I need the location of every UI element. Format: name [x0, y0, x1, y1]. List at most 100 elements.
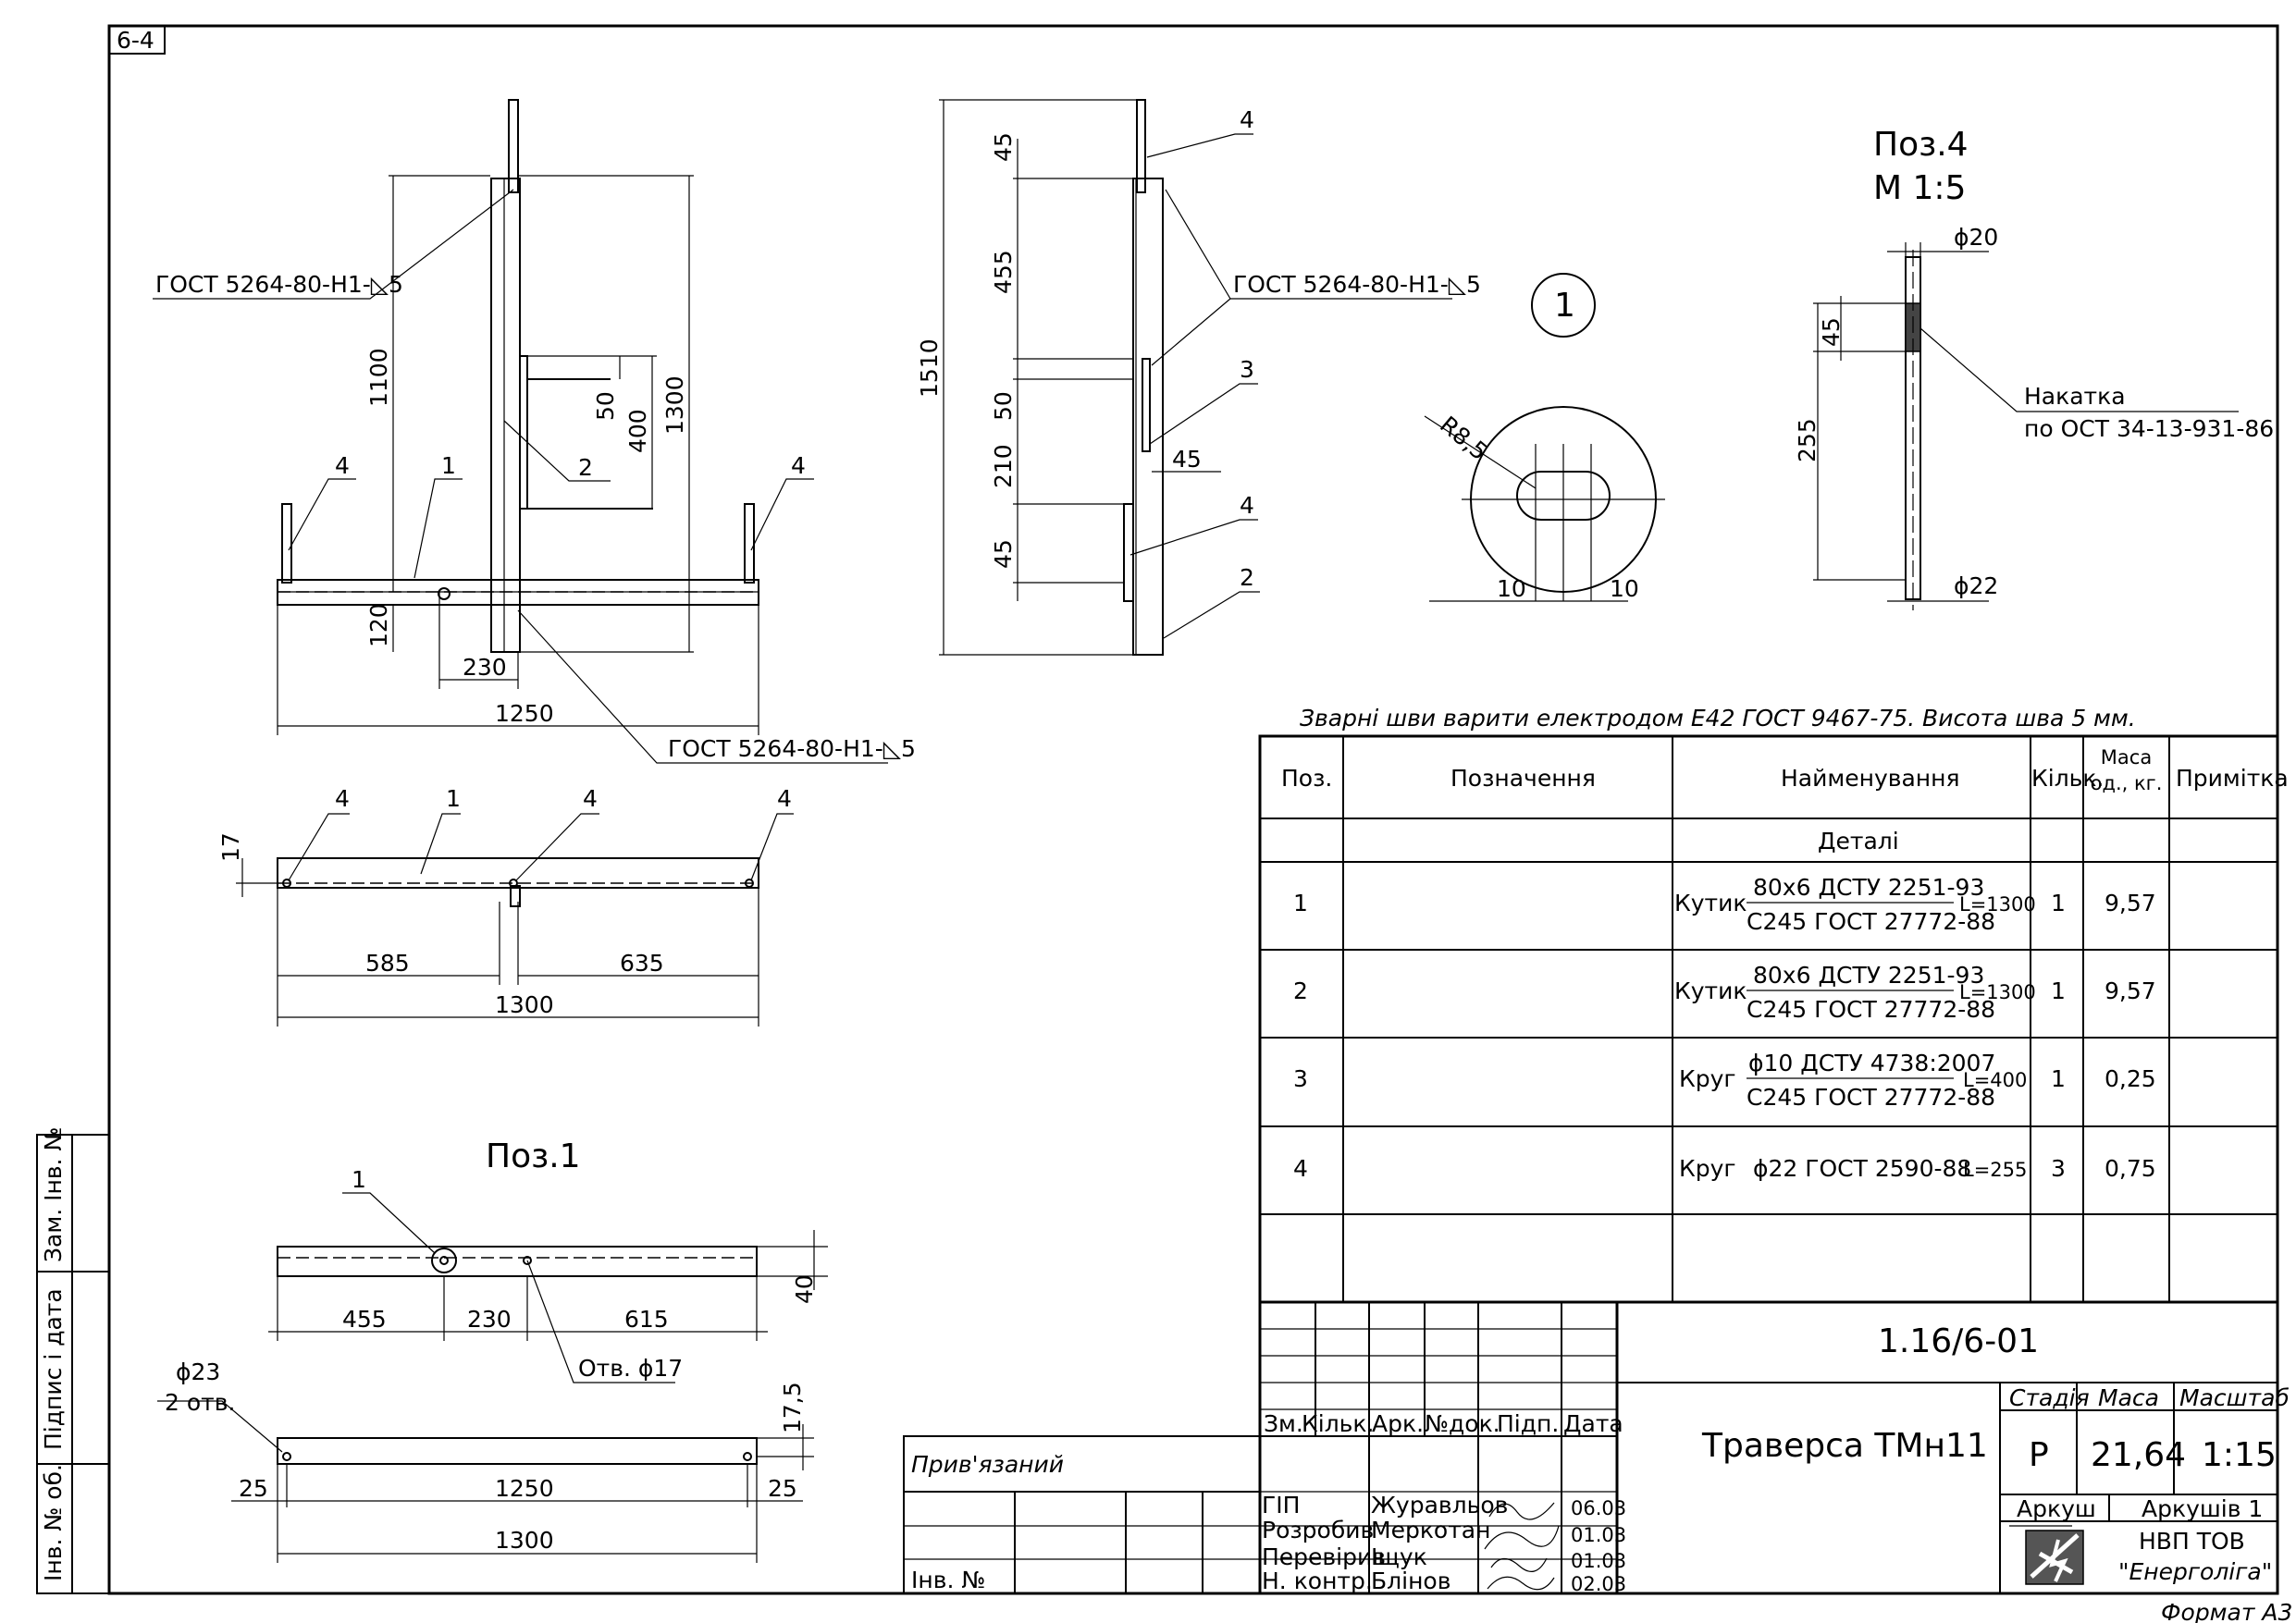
spec-head-name: Найменування	[1781, 765, 1960, 792]
dim-45-side: 45	[1172, 446, 1202, 473]
pos4-dim255: 255	[1794, 418, 1821, 462]
spec-table: Поз. Позначення Найменування Кільк. Маса…	[1258, 734, 2289, 1304]
pos1-dim-40: 40	[791, 1274, 818, 1304]
spec-head-qty: Кільк.	[2031, 765, 2104, 792]
signature-4	[1487, 1576, 1555, 1591]
dim-1250: 1250	[495, 700, 554, 727]
signature-2	[1484, 1525, 1560, 1550]
weld-label-2: ГОСТ 5264-80-Н1-◺5	[668, 735, 916, 762]
pos1-dim-1300: 1300	[495, 1527, 554, 1554]
pos4-title: Поз.4	[1873, 126, 1969, 164]
dim-455: 455	[990, 250, 1017, 294]
weld-label-1: ГОСТ 5264-80-Н1-◺5	[155, 271, 403, 298]
tb-role-name: Іщук	[1371, 1543, 1427, 1570]
dim-635: 635	[620, 950, 664, 977]
tb-role-row-2: Розробив Меркотан 01.03	[1262, 1517, 1626, 1550]
pos1-dim-230: 230	[467, 1306, 512, 1333]
spec-row-name: Кутик	[1674, 977, 1747, 1004]
company-logo	[2025, 1530, 2084, 1585]
pos1-detail: Поз.1 1 455 230 615 40 Отв. ϕ17 ϕ23 2 от…	[157, 1137, 828, 1563]
spec-row-pos: 4	[1293, 1155, 1308, 1182]
callout-top-4b: 4	[583, 785, 598, 812]
spec-head-pos: Поз.	[1281, 765, 1332, 792]
title-block: Прив'язаний Інв. № Зм. Кільк. Арк. №док.	[903, 1300, 2290, 1595]
spec-head-mass-box: Маса од., кг.	[2091, 746, 2163, 794]
spec-row-1: 1 Кутик 80х6 ДСТУ 2251-93 С245 ГОСТ 2777…	[1293, 874, 2156, 935]
pos1-title: Поз.1	[486, 1137, 581, 1175]
tb-stage-head: Стадія	[2009, 1384, 2090, 1411]
dim-585: 585	[365, 950, 410, 977]
spec-row-qty: 1	[2051, 1065, 2066, 1092]
callout-top-1: 1	[446, 785, 461, 812]
spec-row-bottom: С245 ГОСТ 27772-88	[1747, 908, 1995, 935]
detail-1: 1 R8,5 10 10	[1424, 273, 1665, 602]
spec-row-name: Круг	[1679, 1065, 1736, 1092]
detail-dim-10-left: 10	[1497, 575, 1526, 602]
tb-inv-no: Інв. №	[911, 1567, 985, 1593]
tb-role-name: Блінов	[1371, 1568, 1450, 1594]
signature-1	[1488, 1502, 1555, 1520]
tb-title: Траверса ТМн11	[1701, 1427, 1988, 1465]
callout-2: 2	[578, 454, 593, 481]
tb-role-row-1: ГІП Журавльов 06.03	[1262, 1492, 1626, 1520]
tb-scale-head: Масштаб	[2179, 1384, 2290, 1411]
spec-row-3: 3 Круг ϕ10 ДСТУ 4738:2007 С245 ГОСТ 2777…	[1293, 1050, 2156, 1111]
spec-row-mass: 9,57	[2105, 977, 2156, 1004]
tb-doc-number: 1.16/6-01	[1878, 1322, 2039, 1360]
spec-row-bottom: С245 ГОСТ 27772-88	[1747, 1084, 1995, 1111]
pos4-d22: ϕ22	[1954, 572, 1998, 599]
tb-role-date: 01.03	[1571, 1524, 1626, 1546]
callout-side-4b: 4	[1240, 492, 1254, 519]
weld-label-side: ГОСТ 5264-80-Н1-◺5	[1233, 271, 1481, 298]
callout-4-right: 4	[791, 452, 806, 479]
tb-col-data: Дата	[1563, 1410, 1623, 1437]
pos1-dim-615: 615	[624, 1306, 669, 1333]
callout-top-4c: 4	[777, 785, 792, 812]
tb-pryvyazanyi: Прив'язаний	[911, 1451, 1064, 1478]
dim-1100: 1100	[365, 348, 392, 407]
pos4-detail: Поз.4 М 1:5 ϕ20 ϕ22 45 255 Накатка по ОС…	[1794, 126, 2274, 610]
pos1-dim-25-left: 25	[239, 1475, 268, 1502]
spec-head-designation: Позначення	[1450, 765, 1596, 792]
top-view: 17 585 635 1300 4 1 4 4	[217, 785, 794, 1027]
spec-row-4: 4 Круг ϕ22 ГОСТ 2590-88 L=255 3 0,75	[1293, 1155, 2156, 1182]
tb-role-name: Меркотан	[1371, 1517, 1490, 1543]
tb-company-2: "Енерголіга"	[2118, 1558, 2272, 1585]
tb-col-kilk: Кільк.	[1302, 1410, 1374, 1437]
detail-radius: R8,5	[1435, 411, 1492, 465]
tb-role-row-4: Н. контр. Блінов 02.03	[1262, 1568, 1626, 1595]
pos1-dim-25-right: 25	[768, 1475, 797, 1502]
tb-company-1: НВП ТОВ	[2139, 1528, 2245, 1555]
tb-col-pidp: Підп.	[1497, 1410, 1559, 1437]
tb-role-date: 01.03	[1571, 1550, 1626, 1572]
pos4-note2: по ОСТ 34-13-931-86	[2024, 415, 2274, 442]
tb-role: ГІП	[1262, 1492, 1300, 1518]
dim-50-side: 50	[990, 391, 1017, 421]
callout-side-2: 2	[1240, 564, 1254, 591]
spec-row-top: ϕ10 ДСТУ 4738:2007	[1748, 1050, 1995, 1076]
callout-side-4a: 4	[1240, 106, 1254, 133]
spec-row-top: 80х6 ДСТУ 2251-93	[1753, 874, 1984, 901]
side-stamp: Зам. Інв. № Підпис і дата Інв. № об.	[36, 1127, 110, 1594]
dim-17: 17	[217, 832, 244, 862]
pos1-hole2-a: ϕ23	[176, 1359, 220, 1385]
dim-230: 230	[463, 654, 507, 681]
spec-row-pos: 1	[1293, 890, 1308, 916]
dim-45-top: 45	[990, 132, 1017, 162]
spec-row-pos: 3	[1293, 1065, 1308, 1092]
spec-row-len: L=400	[1963, 1069, 2027, 1091]
dim-400: 400	[624, 409, 651, 453]
dim-50: 50	[592, 391, 619, 421]
spec-row-name: Круг	[1679, 1155, 1736, 1182]
spec-row-mass: 9,57	[2105, 890, 2156, 916]
spec-row-mass: 0,75	[2105, 1155, 2156, 1182]
tb-col-dok: №док.	[1425, 1410, 1500, 1437]
pos1-dim-1250: 1250	[495, 1475, 554, 1502]
spec-row-qty: 1	[2051, 977, 2066, 1004]
stamp-pidpys: Підпис і дата	[40, 1288, 67, 1450]
stamp-inv-orig: Інв. № об.	[40, 1464, 67, 1581]
pos4-note1: Накатка	[2024, 383, 2126, 410]
main-view: 1100 1300 50 400 120 230 1250 ГОСТ 5264-…	[153, 99, 916, 764]
dim-1510: 1510	[916, 338, 943, 398]
tb-role-name: Журавльов	[1371, 1492, 1508, 1518]
